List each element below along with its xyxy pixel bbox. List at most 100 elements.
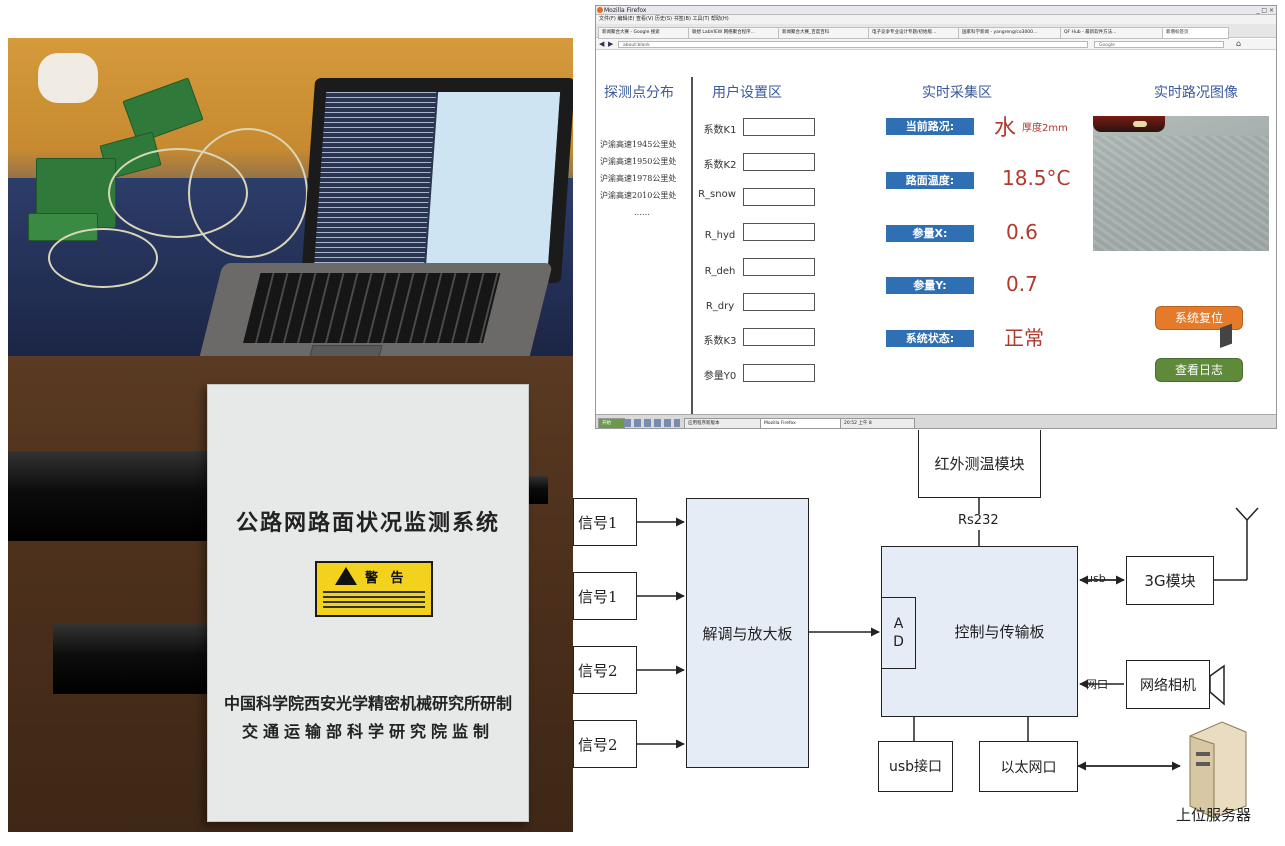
location-item[interactable]: 沪渝高速1950公里处 <box>600 157 677 166</box>
window-title: Mozilla Firefox <box>604 7 647 14</box>
thickness-text: 厚度2mm <box>1022 123 1068 134</box>
browser-window: Mozilla Firefox _ □ × 文件(F) 编辑(E) 查看(V) … <box>595 5 1277 429</box>
param-rdry-input[interactable] <box>743 293 815 311</box>
param-label: R_dry <box>705 301 735 312</box>
netport-link-label: 网口 <box>1086 678 1108 691</box>
param-label: R_deh <box>704 266 736 277</box>
browser-tab[interactable]: 国家科学新闻 - yangreng/co3000... <box>958 27 1063 39</box>
user-settings-header: 用户设置区 <box>712 85 782 101</box>
photo-black-pipe <box>53 624 223 694</box>
browser-tab-active[interactable]: 新增标签页 <box>1162 27 1229 39</box>
photo-laptop-test-setup <box>8 38 573 356</box>
road-image-car <box>1093 116 1165 132</box>
param-k1-input[interactable] <box>743 118 815 136</box>
realtime-header: 实时采集区 <box>922 85 992 101</box>
warning-text: 警 告 <box>365 571 408 586</box>
url-input[interactable]: about:blank <box>618 41 1088 48</box>
back-icon[interactable]: ◀ <box>599 40 605 48</box>
road-condition-label: 当前路况: <box>886 118 974 135</box>
warning-header: 警 告 <box>319 565 429 587</box>
road-image-car-light <box>1133 121 1147 127</box>
location-item[interactable]: 沪渝高速1978公里处 <box>600 174 677 183</box>
param-k2-input[interactable] <box>743 153 815 171</box>
param-rsnow-input[interactable] <box>743 188 815 206</box>
quicklaunch-icons[interactable] <box>624 419 680 427</box>
signal-label: 信号2 <box>578 661 618 680</box>
os-taskbar: 开始 应用程序新版本 Mozilla Firefox 20:52 上午 8 <box>596 414 1276 428</box>
server-icon <box>1189 323 1247 819</box>
box-supervisor-text: 交通运输部科学研究院监制 <box>241 722 494 741</box>
param-y-label: 参量Y: <box>886 277 974 294</box>
param-rdeh-input[interactable] <box>743 258 815 276</box>
system-status-label: 系统状态: <box>886 330 974 347</box>
usb-link-label: usb <box>1086 572 1106 585</box>
road-surface <box>1093 136 1269 251</box>
view-log-button[interactable]: 查看日志 <box>1155 358 1243 382</box>
home-icon[interactable]: ⌂ <box>1236 39 1242 48</box>
signal-label: 信号1 <box>578 587 618 606</box>
photo-white-object <box>38 53 98 103</box>
road-camera-image <box>1093 116 1269 251</box>
menu-bar[interactable]: 文件(F) 编辑(E) 查看(V) 历史(S) 书签(B) 工具(T) 帮助(H… <box>596 15 1276 24</box>
box-maker-text: 中国科学院西安光学精密机械研究所研制 <box>223 694 512 713</box>
taskbar-item[interactable]: 20:52 上午 8 <box>840 418 915 428</box>
box-title: 公路网路面状况监测系统 <box>235 511 500 536</box>
signal-box: 信号2 <box>573 720 637 768</box>
param-label: R_hyd <box>704 230 736 241</box>
param-label: 系数K1 <box>703 125 737 136</box>
signal-label: 信号2 <box>578 735 618 754</box>
ir-temperature-module: 红外测温模块 <box>918 430 1041 498</box>
rs232-label: Rs232 <box>958 513 999 528</box>
param-y-value: 0.7 <box>1006 272 1038 296</box>
signal-box: 信号1 <box>573 572 637 620</box>
location-item[interactable]: 沪渝高速2010公里处 <box>600 191 677 200</box>
signal-box: 信号1 <box>573 498 637 546</box>
ad-converter: A D <box>881 597 916 669</box>
monitor-page: 探测点分布 用户设置区 实时采集区 实时路况图像 沪渝高速1945公里处 沪渝高… <box>596 52 1276 417</box>
param-k3-input[interactable] <box>743 328 815 346</box>
param-label: 系数K2 <box>703 160 737 171</box>
warning-label-sticker: 警 告 <box>315 561 433 617</box>
param-x-label: 参量X: <box>886 225 974 242</box>
antenna-arm-right <box>1246 507 1259 521</box>
location-item[interactable]: 沪渝高速1945公里处 <box>600 140 677 149</box>
warning-fine-print <box>323 591 425 611</box>
param-y0-input[interactable] <box>743 364 815 382</box>
param-rhyd-input[interactable] <box>743 223 815 241</box>
search-input[interactable]: Google <box>1094 41 1224 48</box>
forward-icon[interactable]: ▶ <box>608 40 614 48</box>
photo-cable <box>48 228 158 288</box>
laser-warning-icon <box>335 567 357 585</box>
monitoring-box: 公路网路面状况监测系统 警 告 中国科学院西安光学精密机械研究所研制 交通运输部… <box>207 384 529 822</box>
param-label: 参量Y0 <box>703 371 737 382</box>
antenna-arm-left <box>1235 507 1248 521</box>
network-camera: 网络相机 <box>1126 660 1210 709</box>
locations-header: 探测点分布 <box>604 85 674 101</box>
photo-black-pipe <box>528 476 548 504</box>
menu-items[interactable]: 文件(F) 编辑(E) 查看(V) 历史(S) 书签(B) 工具(T) 帮助(H… <box>599 16 729 22</box>
control-transmission-board: 控制与传输板 <box>881 546 1078 717</box>
window-controls[interactable]: _ □ × <box>1256 7 1274 14</box>
photo-monitoring-box: 公路网路面状况监测系统 警 告 中国科学院西安光学精密机械研究所研制 交通运输部… <box>8 356 573 832</box>
road-temp-value: 18.5°C <box>1002 166 1071 190</box>
tab-bar: 新闻聚合大赛 - Google 搜索 联想 LabVIEW 网络聚合程序... … <box>596 24 1276 39</box>
firefox-icon <box>597 7 603 13</box>
location-more: …… <box>634 208 650 217</box>
module-3g: 3G模块 <box>1126 556 1214 605</box>
system-status-value: 正常 <box>1004 326 1044 350</box>
nav-bar: ◀ ▶ about:blank Google ⌂ <box>596 39 1276 50</box>
signal-label: 信号1 <box>578 513 618 532</box>
camera-lens-icon <box>1209 664 1225 706</box>
road-condition-value: 水 <box>994 116 1017 141</box>
column-divider <box>691 77 693 417</box>
param-x-value: 0.6 <box>1006 220 1038 244</box>
control-board-label: 控制与传输板 <box>954 623 1045 641</box>
window-titlebar: Mozilla Firefox _ □ × <box>596 6 1276 15</box>
signal-box: 信号2 <box>573 646 637 694</box>
demod-amplifier-board: 解调与放大板 <box>686 498 809 768</box>
server-label: 上位服务器 <box>1176 806 1252 824</box>
param-label: R_snow <box>698 189 736 200</box>
ethernet-port: 以太网口 <box>979 741 1078 792</box>
road-temp-label: 路面温度: <box>886 172 974 189</box>
